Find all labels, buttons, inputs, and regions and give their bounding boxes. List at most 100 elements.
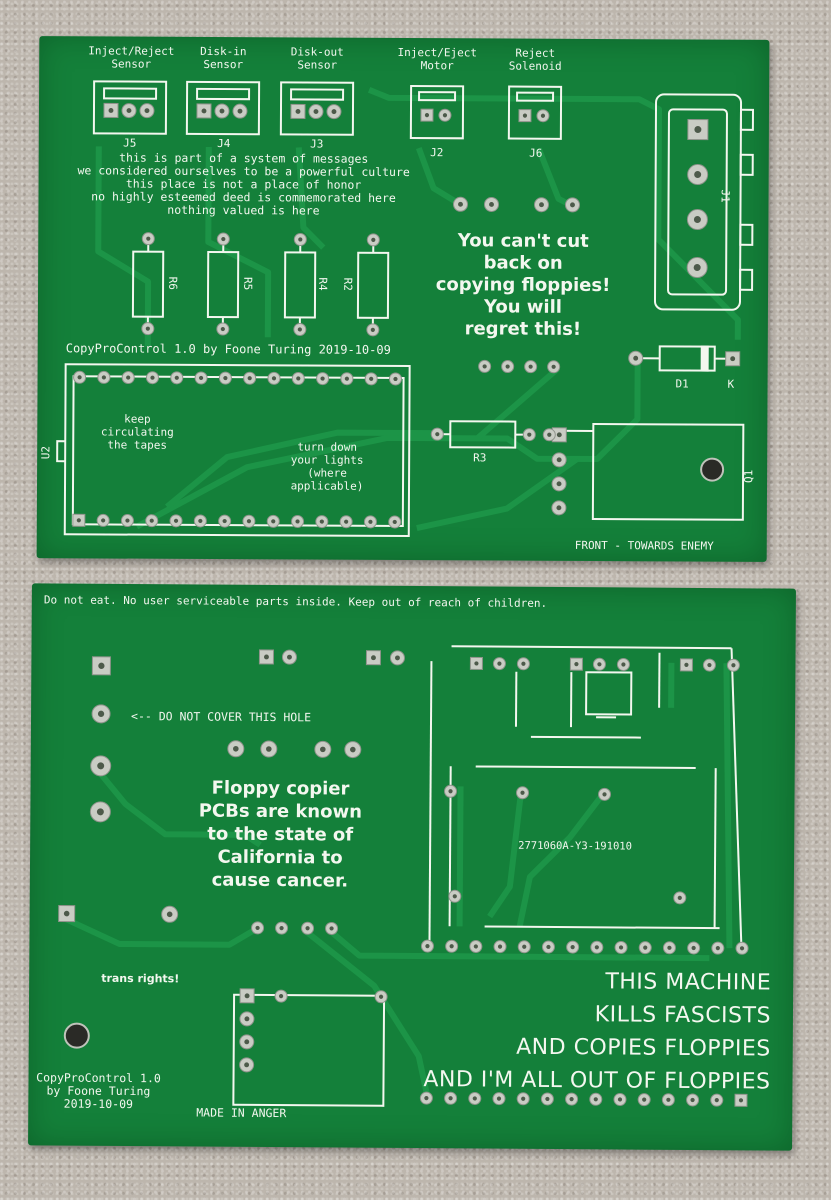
drill-hole	[458, 201, 463, 207]
drill-hole	[271, 519, 276, 524]
front-traces	[95, 87, 741, 532]
drill-hole	[551, 364, 556, 369]
drill-hole	[98, 662, 105, 669]
drill-hole	[244, 1039, 250, 1045]
ref-r6: R6	[166, 276, 180, 290]
drill-hole	[545, 1096, 550, 1102]
hole-note: <-- DO NOT COVER THIS HOLE	[130, 709, 312, 725]
drill-hole	[621, 662, 626, 667]
drill-hole	[266, 746, 272, 752]
drill-hole	[198, 518, 203, 524]
drill-hole	[244, 1062, 250, 1068]
drill-hole	[435, 432, 440, 437]
ref-r5: R5	[241, 277, 255, 291]
drill-hole	[449, 944, 454, 949]
mounting-hole	[63, 1022, 90, 1049]
drill-hole	[108, 108, 114, 113]
drill-hole	[255, 925, 260, 931]
drill-hole	[546, 944, 551, 950]
drill-hole	[556, 457, 562, 463]
drill-hole	[693, 216, 701, 224]
drill-hole	[369, 376, 374, 381]
drill-hole	[298, 237, 303, 242]
drill-hole	[297, 327, 302, 332]
pcb-back-board: Do not eat. No user serviceable parts in…	[28, 583, 796, 1151]
drill-hole	[677, 895, 682, 900]
drill-hole	[522, 944, 527, 949]
ref-j5: J5	[123, 136, 137, 150]
drill-hole	[149, 518, 154, 523]
connector-label-j4: Disk-in Sensor	[200, 44, 247, 72]
drill-hole	[264, 654, 269, 660]
drill-hole	[344, 519, 349, 524]
connector-label-j2: Inject/Eject Motor	[397, 45, 478, 73]
drill-hole	[556, 481, 562, 487]
drill-hole	[452, 894, 457, 899]
back-credit: CopyProControl 1.0 by Foone Turing 2019-…	[36, 1070, 161, 1112]
drill-hole	[371, 655, 376, 661]
ref-u2: U2	[39, 445, 53, 460]
drill-hole	[425, 944, 430, 949]
drill-hole	[633, 355, 639, 361]
drill-hole	[223, 375, 228, 381]
drill-hole	[126, 108, 132, 114]
drill-hole	[125, 518, 130, 523]
cancer-warning: Floppy copier PCBs are known to the stat…	[198, 777, 363, 892]
chip-note-tapes: keep circulating the tapes	[100, 412, 174, 452]
drill-hole	[173, 518, 179, 523]
drill-hole	[489, 202, 494, 207]
drill-hole	[296, 376, 301, 381]
drill-hole	[547, 432, 552, 437]
drill-hole	[448, 1096, 453, 1101]
drill-hole	[521, 1096, 526, 1101]
drill-hole	[144, 108, 150, 114]
ref-j3: J3	[310, 137, 324, 151]
ref-r2: R2	[341, 277, 355, 291]
drill-hole	[474, 661, 479, 666]
made-in-anger: MADE IN ANGER	[196, 1105, 287, 1121]
drill-hole	[442, 113, 448, 118]
ref-j6: J6	[529, 146, 543, 160]
drill-hole	[287, 654, 292, 660]
drill-hole	[96, 808, 104, 816]
drill-hole	[295, 108, 301, 114]
drill-hole	[371, 237, 376, 242]
drill-hole	[145, 326, 150, 331]
ref-j4: J4	[217, 137, 231, 151]
drill-hole	[378, 994, 384, 999]
drill-hole	[556, 505, 562, 511]
ref-d1: D1	[675, 377, 689, 391]
drill-hole	[593, 1097, 598, 1102]
drill-hole	[691, 945, 696, 951]
drill-hole	[556, 432, 562, 438]
drill-hole	[597, 662, 602, 667]
drill-hole	[739, 946, 745, 951]
drill-hole	[174, 375, 179, 380]
front-connectors	[56, 80, 755, 538]
connector-label-j6: Reject Solenoid	[508, 46, 562, 73]
back-outlines	[232, 645, 743, 1107]
drill-hole	[219, 108, 225, 114]
drill-hole	[570, 202, 575, 208]
drill-hole	[666, 1097, 671, 1102]
pcb-front-board: Inject/Reject Sensor Disk-in Sensor Disk…	[36, 36, 770, 562]
drill-hole	[126, 375, 131, 380]
drill-hole	[684, 662, 689, 668]
drill-hole	[370, 327, 375, 332]
message-line-5: nothing valued is here	[167, 202, 320, 218]
drill-hole	[522, 113, 528, 118]
drill-hole	[319, 519, 324, 524]
drill-hole	[392, 519, 397, 525]
front-title: CopyProControl 1.0 by Foone Turing 2019-…	[65, 341, 391, 357]
drill-hole	[244, 1016, 250, 1022]
drill-hole	[201, 108, 207, 114]
drill-hole	[643, 945, 648, 950]
drill-hole	[667, 945, 672, 950]
drill-hole	[642, 1097, 647, 1102]
drill-hole	[496, 1096, 502, 1101]
drill-hole	[313, 109, 319, 114]
drill-hole	[237, 108, 243, 114]
drill-hole	[714, 1098, 719, 1103]
big-line-1: THIS MACHINE	[605, 969, 772, 996]
big-line-2: KILLS FASCISTS	[594, 1002, 772, 1029]
